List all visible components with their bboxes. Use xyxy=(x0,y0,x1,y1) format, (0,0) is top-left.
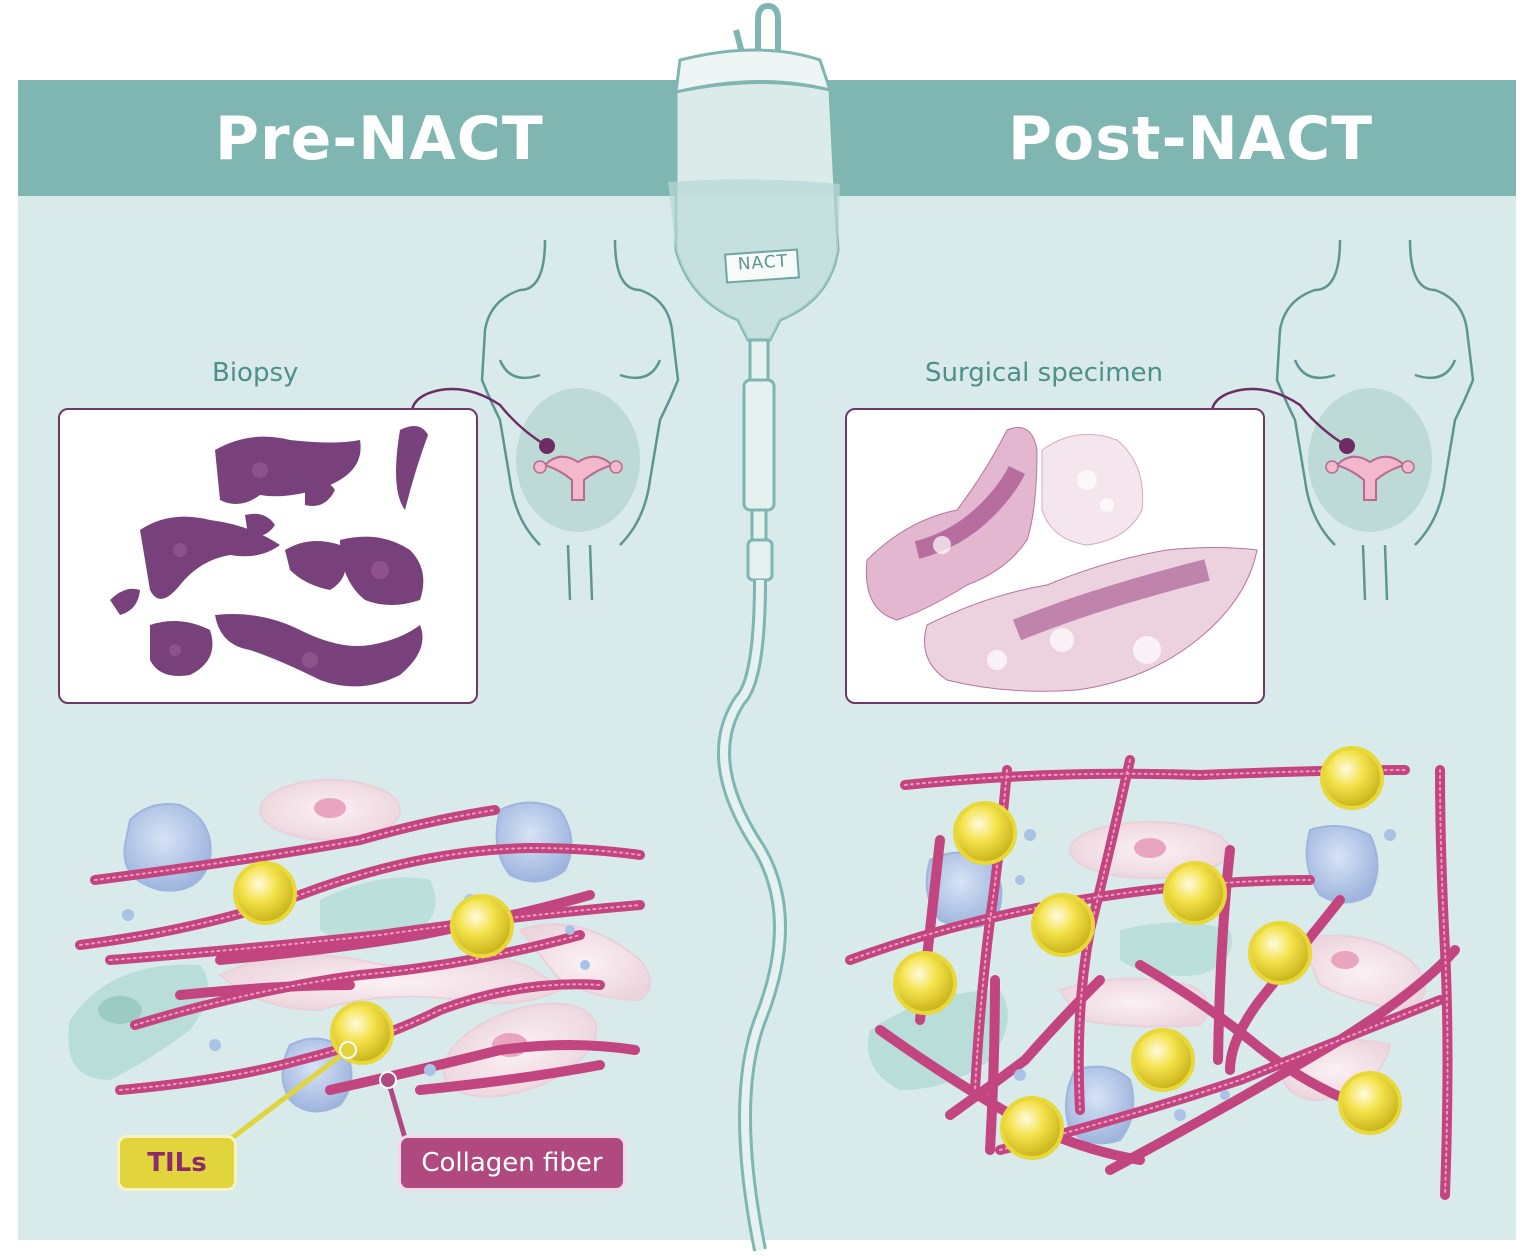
surgical-specimen-caption: Surgical specimen xyxy=(925,358,1164,388)
right-connector-line xyxy=(1210,387,1348,448)
post-nact-title: Post-NACT xyxy=(1008,104,1374,174)
iv-bag-icon xyxy=(668,2,840,1252)
left-uterus-icon xyxy=(533,455,623,501)
tils-label: TILs xyxy=(117,1135,237,1191)
post-nact-tils xyxy=(893,746,1402,1160)
left-pelvis-highlight xyxy=(516,388,640,532)
left-connector-line xyxy=(410,387,548,448)
pre-nact-microenvironment xyxy=(68,779,651,1113)
post-nact-microenvironment xyxy=(845,755,1460,1200)
legend-pointers xyxy=(230,1041,408,1140)
right-pelvis-highlight xyxy=(1308,388,1432,532)
biopsy-caption: Biopsy xyxy=(212,358,299,388)
pre-nact-title: Pre-NACT xyxy=(215,104,544,174)
pre-nact-tils xyxy=(233,861,514,1065)
surgical-specimen-slide-image xyxy=(845,408,1265,704)
left-body-outline xyxy=(480,239,680,601)
right-body-outline xyxy=(1275,239,1475,601)
collagen-fiber-label: Collagen fiber xyxy=(398,1135,626,1191)
biopsy-slide-image xyxy=(58,408,478,704)
right-uterus-icon xyxy=(1325,455,1415,501)
